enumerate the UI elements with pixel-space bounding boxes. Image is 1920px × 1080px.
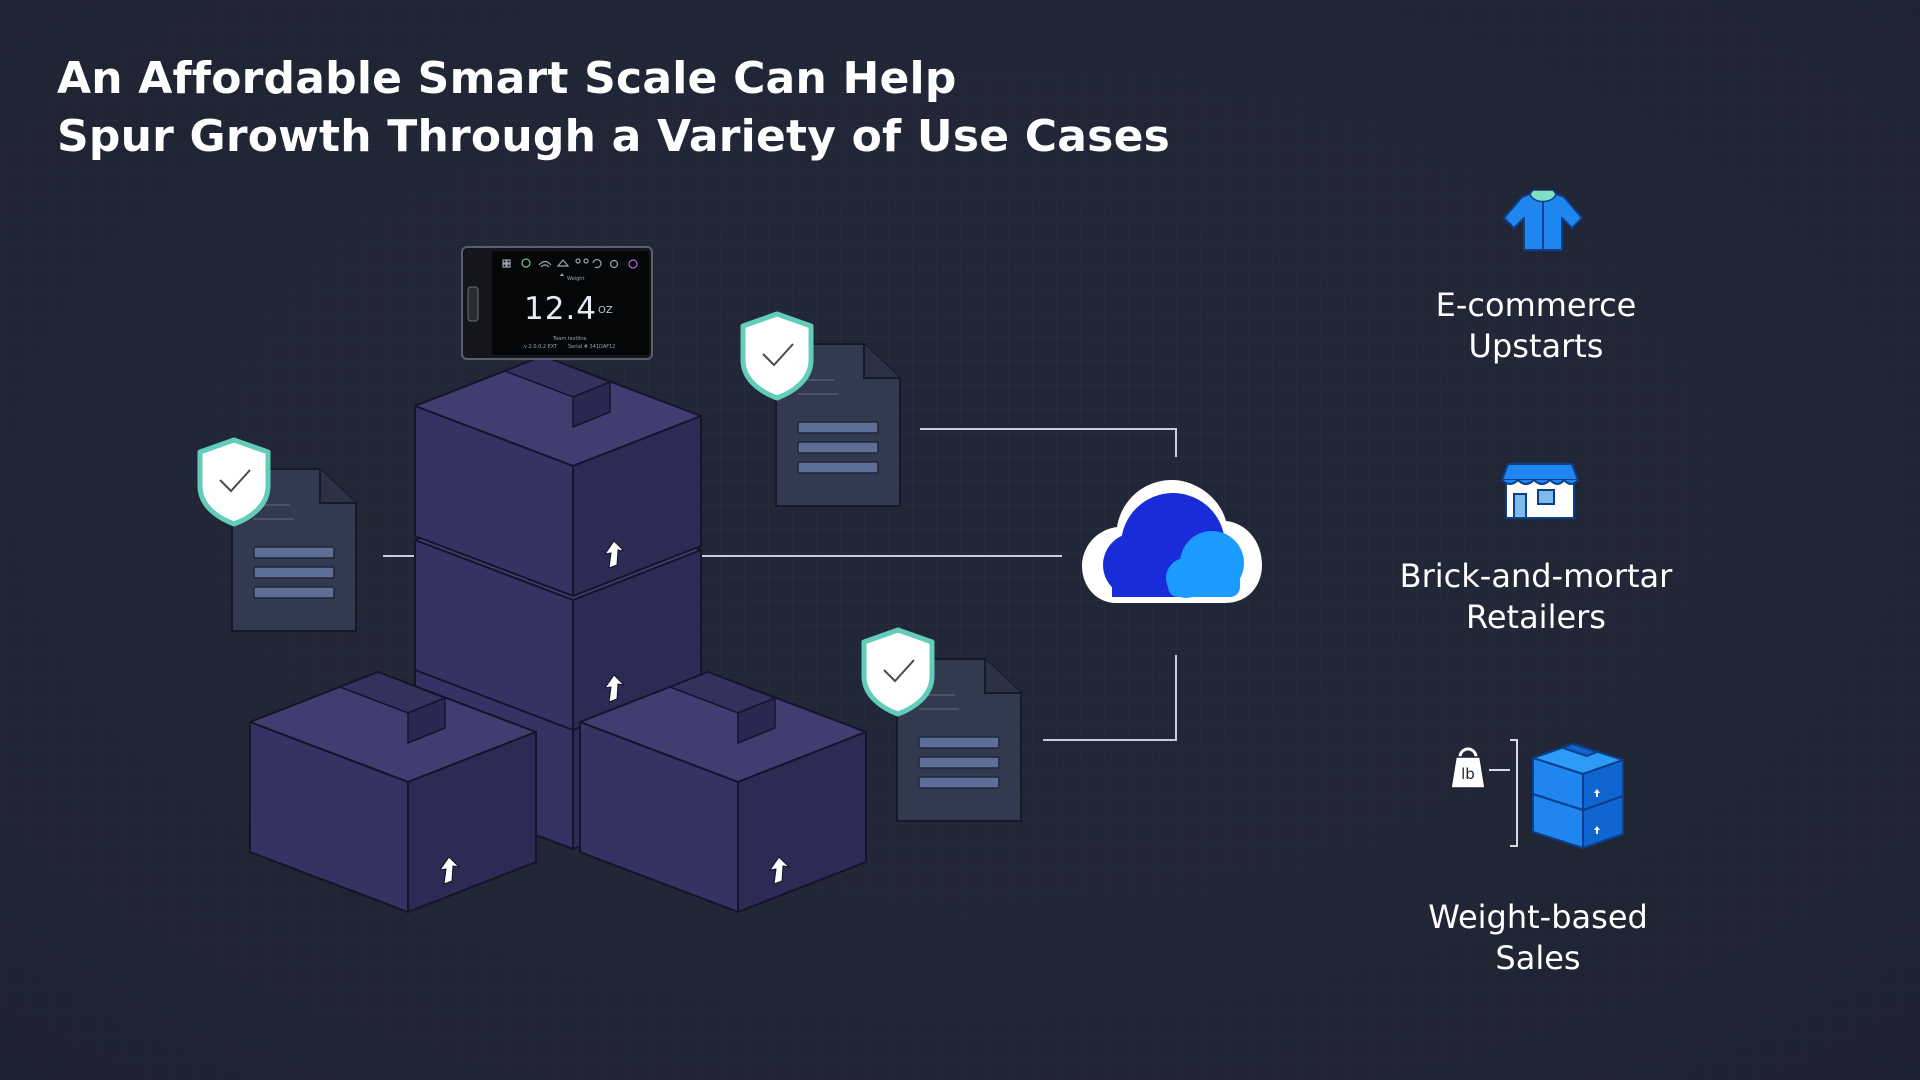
shield-check-icon xyxy=(864,630,932,714)
smart-scale-device: Weight 12.4 OZ Team testline v 2.0.0.2 E… xyxy=(461,246,653,360)
weight-icon: lb xyxy=(1450,747,1486,789)
verified-document-top xyxy=(743,314,901,507)
title-line-1: An Affordable Smart Scale Can Help xyxy=(57,53,957,104)
storefront-icon xyxy=(1501,463,1579,519)
scale-version-text: v 2.0.0.2 EXT xyxy=(524,344,558,350)
use-case-label-retailers: Brick-and-mortar Retailers xyxy=(1399,557,1673,636)
cloud-icon xyxy=(1082,480,1262,603)
weighted-boxes-icon: lb xyxy=(1450,739,1624,849)
scale-weight-value: 12.4 xyxy=(524,291,597,327)
title-line-2: Spur Growth Through a Variety of Use Cas… xyxy=(57,111,1170,162)
jacket-icon xyxy=(1503,190,1583,251)
scale-team-text: Team testline xyxy=(552,336,586,342)
shield-check-icon xyxy=(743,314,811,398)
page-title: An Affordable Smart Scale Can Help Spur … xyxy=(57,50,1170,166)
verified-document-bottom xyxy=(864,630,1022,822)
scale-weight-unit: OZ xyxy=(598,305,613,316)
shield-check-icon xyxy=(200,440,268,524)
verified-document-left xyxy=(200,440,357,632)
box-stack xyxy=(249,355,867,913)
scale-weight-label: Weight xyxy=(567,276,584,282)
use-case-label-weight-sales: Weight-based Sales xyxy=(1428,898,1648,977)
use-case-label-ecommerce: E-commerce Upstarts xyxy=(1435,286,1637,365)
weight-unit-label: lb xyxy=(1461,765,1475,783)
scale-serial-text: Serial # 341DAF12 xyxy=(568,344,615,350)
